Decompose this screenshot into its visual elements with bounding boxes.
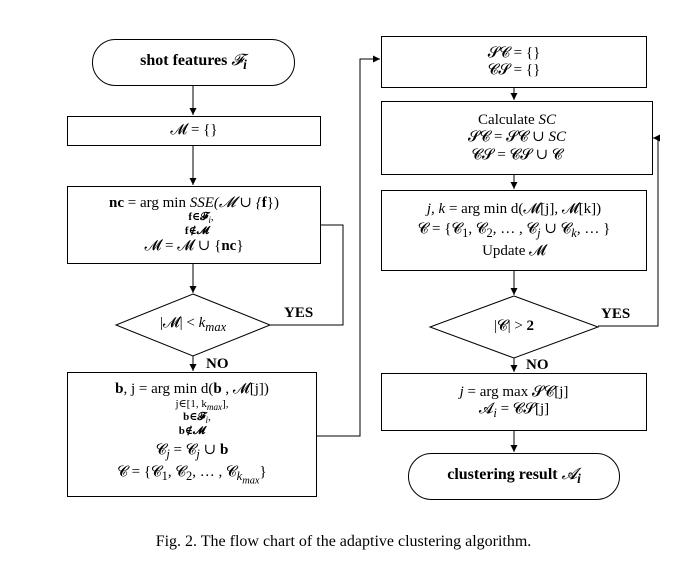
decision-diamond-right (428, 295, 600, 359)
select-nc-box: nc = arg min SSE(𝓜 ∪ {f}) f∈𝓕i, f∉𝓜 𝓜 = … (67, 186, 321, 264)
merge-box: j, k = arg min d(𝓜[j], 𝓜[k]) 𝓒 = {𝓒1, 𝓒2… (381, 190, 647, 271)
end-node: clustering result 𝓐i (408, 453, 620, 500)
arrow-assign-to-right (316, 55, 380, 437)
result-calc-box: j = arg max 𝓢𝓒[j] 𝓐i = 𝓒𝓢[j] (381, 373, 647, 431)
decision-left-text: |𝓜| < kmax (159, 315, 227, 334)
assign-box: b, j = arg min d(b , 𝓜[j]) j∈[1, kmax], … (67, 372, 317, 497)
yes-label-right: YES (601, 306, 631, 322)
decision-right-text: |𝓒| > 2 (493, 318, 535, 334)
arrow-yes-loop-left (270, 221, 344, 326)
init-m-box: 𝓜 = {} (67, 116, 321, 146)
start-node: shot features 𝓕i (92, 39, 295, 86)
init-sc-cs-box: 𝓢𝓒 = {} 𝓒𝓢 = {} (381, 36, 647, 88)
yes-label-left: YES (284, 305, 314, 321)
calc-sc-box: Calculate SC 𝓢𝓒 = 𝓢𝓒 ∪ SC 𝓒𝓢 = 𝓒𝓢 ∪ 𝓒 (381, 101, 653, 175)
figure-caption: Fig. 2. The flow chart of the adaptive c… (155, 533, 532, 550)
decision-diamond-left (114, 293, 272, 357)
no-label-right: NO (526, 357, 549, 373)
no-label-left: NO (206, 356, 229, 372)
arrow-yes-loop-right (598, 134, 660, 327)
